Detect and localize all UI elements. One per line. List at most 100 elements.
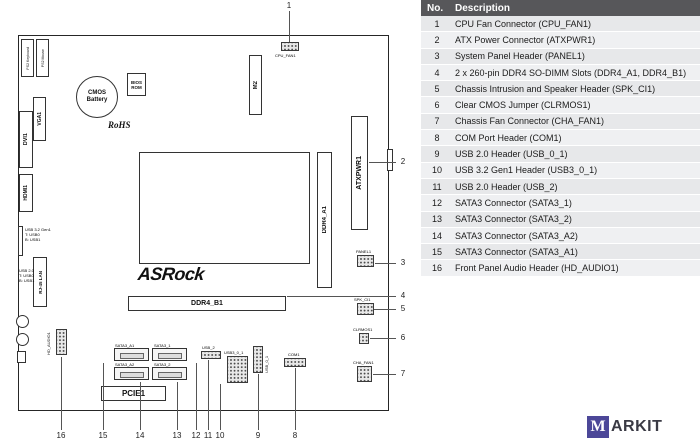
legend-row-description: Front Panel Audio Header (HD_AUDIO1) — [455, 263, 619, 274]
spk-ci1-header — [357, 303, 374, 315]
bios-rom-chip: BIOS ROM — [127, 73, 146, 96]
ddr4-a1-label: DDR4_A1 — [321, 206, 328, 234]
legend-row-number: 9 — [434, 149, 440, 160]
legend-row-description: Chassis Fan Connector (CHA_FAN1) — [455, 116, 605, 127]
markit-logo: M ARKIT — [587, 416, 662, 438]
callout-number-10: 10 — [215, 431, 225, 440]
legend-header: No. Description — [421, 0, 700, 16]
callout-line-11 — [208, 360, 209, 430]
clrmos1-jumper — [359, 333, 369, 344]
callout-line-8 — [295, 368, 296, 430]
legend-row-number: 10 — [431, 165, 442, 176]
m2-label: M2 — [252, 80, 259, 90]
cha-fan1-label: CHA_FAN1 — [353, 360, 374, 365]
callout-line-4 — [287, 296, 396, 297]
legend-row-16: 16 Front Panel Audio Header (HD_AUDIO1) — [421, 260, 700, 277]
callout-line-3 — [375, 263, 396, 264]
dvi1-port: DVI1 — [19, 111, 33, 168]
vga1-label: VGA1 — [36, 112, 43, 126]
legend-row-5: 5 Chassis Intrusion and Speaker Header (S… — [421, 81, 700, 98]
legend-row-description: USB 2.0 Header (USB_0_1) — [455, 149, 568, 160]
cpu-fan1-label: CPU_FAN1 — [275, 53, 296, 58]
usb20-rear-label: USB 2.0 T: USB0 B: USB1 — [19, 268, 35, 283]
sata3-a1-connector — [114, 348, 149, 361]
legend-header-description: Description — [455, 2, 511, 14]
panel1-header — [357, 255, 374, 267]
asrock-logo: ASRock — [137, 264, 206, 284]
markit-logo-m: M — [587, 416, 609, 438]
callout-line-14 — [140, 382, 141, 430]
hd-audio1-header — [56, 329, 67, 355]
legend-row-number: 13 — [431, 214, 442, 225]
legend-row-description: SATA3 Connector (SATA3_1) — [455, 197, 572, 208]
ps2-mouse-label: PS2 Mouse — [40, 48, 45, 68]
legend-row-12: 12 SATA3 Connector (SATA3_1) — [421, 195, 700, 212]
callout-number-14: 14 — [135, 431, 145, 440]
legend-row-number: 5 — [434, 83, 440, 94]
sata3-a2-label: SATA3_A2 — [115, 362, 135, 367]
legend-row-10: 10 USB 3.2 Gen1 Header (USB3_0_1) — [421, 162, 700, 179]
atxpwr1-connector: ATXPWR1 — [351, 116, 368, 230]
callout-number-4: 4 — [400, 291, 406, 300]
legend-row-number: 16 — [431, 263, 442, 274]
audio-jack-1 — [16, 315, 29, 328]
legend-row-number: 4 — [434, 67, 440, 78]
callout-number-5: 5 — [400, 304, 406, 313]
callout-number-11: 11 — [203, 431, 213, 440]
sata3-1-label: SATA3_1 — [154, 343, 171, 348]
legend-row-9: 9 USB 2.0 Header (USB_0_1) — [421, 146, 700, 163]
cpu-socket — [139, 152, 310, 264]
usb-2-label: USB_2 — [202, 345, 215, 350]
callout-number-9: 9 — [255, 431, 261, 440]
legend-row-description: SATA3 Connector (SATA3_A2) — [455, 230, 578, 241]
cha-fan1-connector — [357, 366, 372, 382]
audio-connector-small — [17, 351, 26, 363]
legend-row-7: 7 Chassis Fan Connector (CHA_FAN1) — [421, 113, 700, 131]
legend-row-description: USB 3.2 Gen1 Header (USB3_0_1) — [455, 165, 598, 176]
dvi1-label: DVI1 — [23, 133, 29, 146]
callout-number-7: 7 — [400, 369, 406, 378]
cpu-fan1-connector — [281, 42, 299, 51]
usb-0-1-header — [253, 346, 263, 373]
callout-line-5 — [374, 309, 396, 310]
callout-line-2 — [369, 162, 396, 163]
spk-ci1-label: SPK_CI1 — [354, 297, 371, 302]
ddr4-b1-slot: DDR4_B1 — [128, 296, 286, 311]
panel1-label: PANEL1 — [356, 249, 372, 254]
com1-label: COM1 — [288, 352, 300, 357]
usb32-rear-label: USB 3.2 Gen1 T: USB0 B: USB1 — [25, 227, 51, 242]
atxpwr1-label: ATXPWR1 — [356, 156, 363, 190]
markit-logo-text: ARKIT — [611, 418, 663, 435]
callout-line-13 — [177, 382, 178, 430]
legend-row-number: 11 — [432, 181, 442, 192]
legend-row-number: 1 — [434, 18, 440, 29]
legend-row-number: 8 — [434, 132, 440, 143]
legend-row-number: 12 — [431, 197, 442, 208]
callout-line-10 — [220, 384, 221, 430]
legend-row-number: 6 — [434, 100, 440, 111]
legend-row-description: Chassis Intrusion and Speaker Header (SP… — [455, 83, 656, 94]
legend-row-description: Clear CMOS Jumper (CLRMOS1) — [455, 100, 591, 111]
rj45-lan-label: RJ-45 LAN — [37, 270, 43, 294]
legend-row-number: 7 — [434, 116, 440, 127]
ps2-mouse-port: PS2 Mouse — [36, 39, 49, 77]
legend-row-description: SATA3 Connector (SATA3_A1) — [455, 246, 578, 257]
callout-number-12: 12 — [191, 431, 201, 440]
ddr4-a1-slot: DDR4_A1 — [317, 152, 332, 288]
callout-number-8: 8 — [292, 431, 298, 440]
legend-row-6: 6 Clear CMOS Jumper (CLRMOS1) — [421, 97, 700, 114]
sata3-a2-connector — [114, 367, 149, 380]
hdmi1-label: HDMI1 — [23, 185, 29, 201]
sata3-2-label: SATA3_2 — [154, 362, 171, 367]
callout-line-15 — [103, 363, 104, 430]
callout-number-15: 15 — [98, 431, 108, 440]
callout-line-16 — [61, 357, 62, 430]
legend-row-number: 3 — [434, 51, 440, 62]
legend-row-description: ATX Power Connector (ATXPWR1) — [455, 34, 596, 45]
